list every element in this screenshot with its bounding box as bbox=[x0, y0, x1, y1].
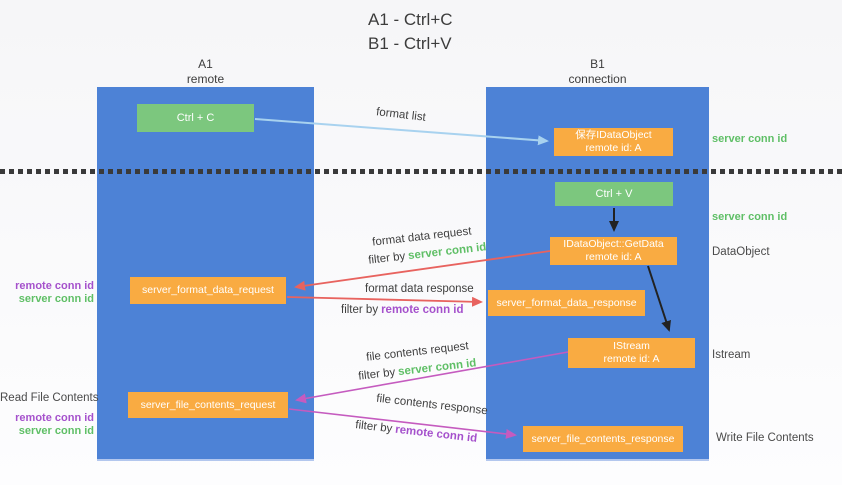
label-server-conn-id-left-2: server conn id bbox=[18, 425, 94, 437]
column-a1-subtitle: remote bbox=[186, 72, 225, 86]
node-save-idataobject-line1: 保存IDataObject bbox=[575, 129, 652, 141]
node-ctrl-c-label: Ctrl + C bbox=[176, 112, 215, 124]
node-istream: IStream remote id: A bbox=[568, 338, 695, 368]
node-server-format-data-request: server_format_data_request bbox=[130, 277, 286, 304]
label-write-file-contents: Write File Contents bbox=[716, 432, 814, 444]
node-server-file-contents-response-label: server_file_contents_response bbox=[531, 432, 675, 445]
node-server-format-data-response-label: server_format_data_response bbox=[496, 296, 637, 309]
label-format-list: format list bbox=[375, 106, 427, 124]
title-line-1: A1 - Ctrl+C bbox=[368, 10, 453, 29]
label-istream: Istream bbox=[712, 349, 751, 361]
label-server-conn-id-right-mid: server conn id bbox=[712, 211, 788, 223]
arrow-format-data-response bbox=[286, 296, 483, 307]
label-server-conn-id-left-1: server conn id bbox=[18, 293, 94, 305]
label-remote-conn-id-left-1: remote conn id bbox=[15, 280, 94, 292]
server-conn-id-text: server conn id bbox=[407, 241, 488, 263]
label-format-data-response: format data response bbox=[365, 283, 474, 295]
phase-divider-dashed-line bbox=[0, 169, 842, 174]
node-server-file-contents-request-label: server_file_contents_request bbox=[140, 398, 276, 411]
column-b1-name: B1 bbox=[590, 57, 605, 71]
filter-by-text: filter by bbox=[341, 304, 379, 316]
node-ctrl-v-label: Ctrl + V bbox=[595, 188, 633, 200]
node-idataobject-getdata-line1: IDataObject::GetData bbox=[563, 238, 664, 250]
node-save-idataobject-line2: remote id: A bbox=[585, 142, 642, 154]
column-header-a1: A1 remote bbox=[97, 57, 314, 87]
column-header-b1: B1 connection bbox=[486, 57, 709, 87]
label-remote-conn-id-left-2: remote conn id bbox=[15, 412, 94, 424]
node-idataobject-getdata: IDataObject::GetData remote id: A bbox=[550, 237, 677, 265]
server-conn-id-text: server conn id bbox=[397, 357, 478, 379]
node-server-format-data-response: server_format_data_response bbox=[488, 290, 645, 316]
filter-by-text: filter by bbox=[354, 419, 393, 436]
filter-by-text: filter by bbox=[357, 366, 396, 383]
title-line-2: B1 - Ctrl+V bbox=[368, 34, 452, 53]
diagram-title: A1 - Ctrl+C B1 - Ctrl+V bbox=[368, 8, 453, 56]
label-file-contents-response: file contents response bbox=[375, 392, 489, 418]
node-server-file-contents-response: server_file_contents_response bbox=[523, 426, 683, 452]
label-dataobject: DataObject bbox=[712, 246, 770, 258]
column-a1-name: A1 bbox=[198, 57, 213, 71]
label-server-conn-id-right-top: server conn id bbox=[712, 133, 788, 145]
node-server-file-contents-request: server_file_contents_request bbox=[128, 392, 288, 418]
label-read-file-contents: Read File Contents bbox=[0, 392, 99, 404]
remote-conn-id-text: remote conn id bbox=[381, 304, 464, 316]
node-save-idataobject: 保存IDataObject remote id: A bbox=[554, 128, 673, 156]
filter-by-text: filter by bbox=[367, 250, 406, 267]
node-ctrl-c: Ctrl + C bbox=[137, 104, 254, 132]
node-server-format-data-request-label: server_format_data_request bbox=[142, 284, 274, 296]
column-b1-subtitle: connection bbox=[568, 72, 627, 86]
node-ctrl-v: Ctrl + V bbox=[555, 182, 673, 206]
node-istream-line1: IStream bbox=[613, 340, 650, 352]
node-istream-line2: remote id: A bbox=[603, 353, 660, 365]
node-idataobject-getdata-line2: remote id: A bbox=[585, 251, 642, 263]
remote-conn-id-text: remote conn id bbox=[394, 423, 478, 445]
